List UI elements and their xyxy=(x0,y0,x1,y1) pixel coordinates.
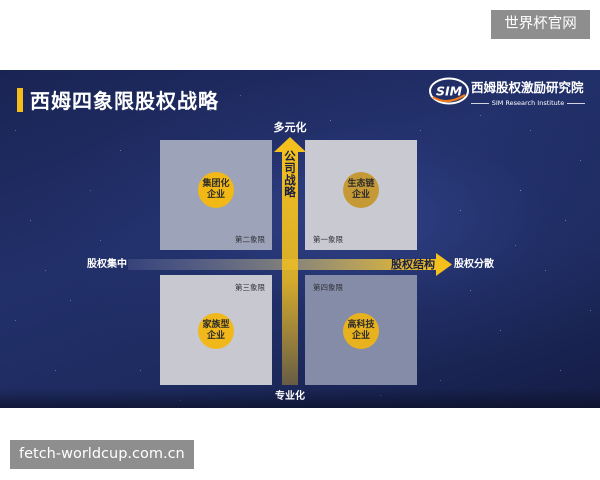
quadrant-first-company-line2: 企业 xyxy=(351,190,370,200)
axes-arrows xyxy=(128,137,452,385)
tagline-text: SIM Research Institute xyxy=(491,99,565,107)
quadrant-fourth: 第四象限 高科技 企业 xyxy=(305,275,417,385)
quadrant-first-company-line1: 生态链 xyxy=(347,179,375,189)
quadrant-first-label: 第一象限 xyxy=(313,235,343,244)
vertical-arrowhead-icon xyxy=(274,137,306,152)
quadrant-third-company-line2: 企业 xyxy=(206,331,225,341)
watermark-url-link[interactable]: fetch-worldcup.com.cn xyxy=(10,440,194,469)
horizontal-arrowhead-icon xyxy=(436,253,452,276)
quadrant-fourth-company-line2: 企业 xyxy=(351,331,370,341)
quadrant-fourth-circle: 高科技 企业 xyxy=(343,313,379,349)
title-accent-bar xyxy=(17,88,23,112)
quadrant-third-circle: 家族型 企业 xyxy=(198,313,234,349)
site-badge-link[interactable]: 世界杯官网 xyxy=(491,10,590,39)
vertical-axis-bottom-label: 专业化 xyxy=(275,391,305,402)
horizontal-axis-label: 股权结构 xyxy=(391,258,435,271)
vertical-arrow-shaft xyxy=(282,150,298,385)
quadrant-second-label: 第二象限 xyxy=(235,235,265,244)
tagline-rule-right xyxy=(567,103,585,104)
quadrant-fourth-company-line1: 高科技 xyxy=(347,320,375,330)
quadrant-second-circle: 集团化 企业 xyxy=(198,172,234,208)
horizontal-axis-right-label: 股权分散 xyxy=(454,259,494,270)
slide-bottom-band xyxy=(0,388,600,408)
tagline-rule-left xyxy=(471,103,489,104)
institute-tagline: SIM Research Institute xyxy=(471,99,585,108)
quadrant-third: 第三象限 家族型 企业 xyxy=(160,275,272,385)
quadrant-second-company-line1: 集团化 xyxy=(202,179,230,189)
quadrant-third-label: 第三象限 xyxy=(235,283,265,292)
institute-name: 西姆股权激励研究院 xyxy=(471,80,584,95)
quadrant-third-company-line1: 家族型 xyxy=(202,320,230,330)
quadrant-first-circle: 生态链 企业 xyxy=(343,172,379,208)
horizontal-axis-left-label: 股权集中 xyxy=(87,259,127,270)
quadrant-first: 生态链 企业 第一象限 xyxy=(305,140,417,250)
vertical-axis-top-label: 多元化 xyxy=(273,121,307,134)
quadrant-second: 集团化 企业 第二象限 xyxy=(160,140,272,250)
quadrant-second-company-line2: 企业 xyxy=(206,190,225,200)
quadrant-fourth-label: 第四象限 xyxy=(313,283,343,292)
slide-image: 西姆四象限股权战略 SIM 西姆股权激励研究院 SIM Research Ins… xyxy=(0,70,600,408)
logo-mark-text: SIM xyxy=(436,84,463,99)
vertical-axis-label: 公司战略 xyxy=(283,150,297,198)
slide-title: 西姆四象限股权战略 xyxy=(30,89,219,113)
sim-logo-icon: SIM xyxy=(429,77,469,105)
